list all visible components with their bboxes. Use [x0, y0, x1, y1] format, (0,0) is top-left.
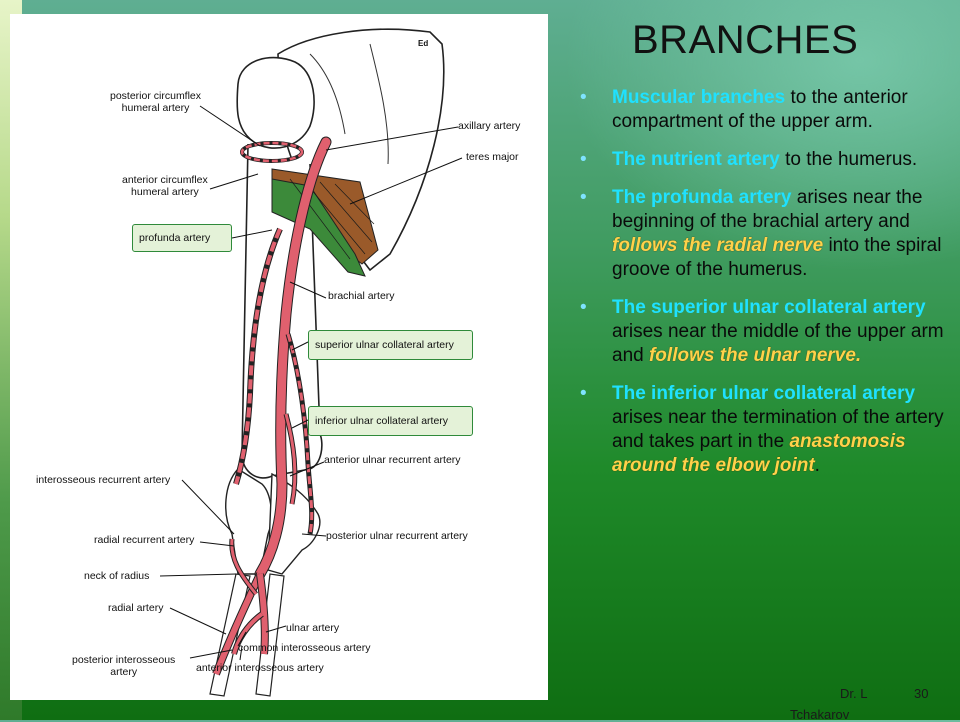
label-posterior-circumflex-text: posterior circumflex humeral artery: [110, 90, 202, 114]
label-interosseous-recurrent: interosseous recurrent artery: [36, 474, 171, 486]
bullet-text-segment: The profunda artery: [612, 187, 792, 208]
bullet-text-segment: arises near the beginning of the brachia…: [612, 187, 923, 232]
bullet-dot-icon: •: [580, 383, 587, 404]
bullet-text-segment: follows the ulnar nerve.: [648, 345, 862, 366]
bullet-item: • The superior ulnar collateral artery ar…: [576, 296, 946, 368]
bullet-dot-icon: •: [580, 149, 587, 170]
elbow-radius: [225, 468, 273, 575]
bullet-text-segment: arises near the middle of the upper arm …: [612, 321, 944, 366]
label-teres-major: teres major: [466, 151, 519, 163]
label-anterior-interosseous: anterior interosseous artery: [196, 662, 324, 674]
radial-artery-vessel: [213, 572, 263, 676]
label-ulnar-artery: ulnar artery: [286, 622, 340, 634]
bullet-list: • Muscular branches to the anterior compa…: [576, 86, 946, 492]
bullet-text-segment: to the humerus.: [779, 149, 918, 170]
bullet-text-segment: arises near the termination of the arter…: [612, 407, 944, 452]
label-common-interosseous: common interosseous artery: [238, 642, 371, 654]
bullet-text-segment: The nutrient artery: [612, 149, 780, 170]
arm-artery-illustration: [159, 28, 463, 697]
bullet-dot-icon: •: [580, 187, 587, 208]
label-posterior-interosseous-text: posterior interosseous artery: [72, 654, 176, 678]
label-inferior-ulnar-collateral: inferior ulnar collateral artery: [308, 406, 473, 436]
bullet-text-segment: Muscular branches: [612, 87, 786, 108]
slide-title: BRANCHES: [632, 18, 859, 62]
label-anterior-ulnar-recurrent: anterior ulnar recurrent artery: [324, 454, 461, 466]
bullet-text-segment: The inferior ulnar collateral artery: [612, 383, 916, 404]
label-posterior-ulnar-recurrent: posterior ulnar recurrent artery: [326, 530, 468, 542]
bullet-text-segment: anastomosis around the elbow joint: [612, 431, 906, 476]
footer-page-number: 30: [914, 686, 929, 701]
label-superior-ulnar-collateral: superior ulnar collateral artery: [308, 330, 473, 360]
bullet-dot-icon: •: [580, 87, 587, 108]
label-posterior-interosseous: posterior interosseous artery: [72, 654, 175, 678]
humeral-head: [236, 56, 315, 149]
label-profunda-artery: profunda artery: [132, 224, 232, 252]
anatomy-figure: posterior circumflex humeral artery axil…: [10, 14, 548, 700]
bullet-item: • The nutrient artery to the humerus.: [576, 148, 946, 172]
footer-author-line1: Dr. L: [840, 686, 868, 701]
footer-author-line2: Tchakarov: [790, 707, 850, 722]
bullet-item: • The profunda artery arises near the beg…: [576, 186, 946, 282]
bullet-dot-icon: •: [580, 297, 587, 318]
bullet-text-segment: to the anterior compartment of the upper…: [612, 87, 908, 132]
profunda-vessel: [234, 228, 282, 485]
label-brachial-artery: brachial artery: [328, 290, 395, 302]
bullet-text-segment: The superior ulnar collateral artery: [612, 297, 926, 318]
label-radial-artery: radial artery: [108, 602, 164, 614]
label-anterior-circumflex: anterior circumflex humeral artery: [122, 174, 208, 198]
label-neck-of-radius: neck of radius: [84, 570, 150, 582]
bullet-item: • Muscular branches to the anterior compa…: [576, 86, 946, 134]
label-axillary-artery: axillary artery: [458, 120, 521, 132]
bullet-item: • The inferior ulnar collateral artery ar…: [576, 382, 946, 478]
label-radial-recurrent: radial recurrent artery: [94, 534, 195, 546]
circumflex-ring: [240, 141, 304, 163]
figure-corner-mark: Ed: [418, 39, 429, 48]
brachial-artery-vessel: [255, 137, 331, 579]
bullet-text-segment: follows the radial nerve: [612, 235, 824, 256]
label-anterior-circumflex-text: anterior circumflex humeral artery: [122, 174, 208, 198]
bullet-text-segment: .: [814, 455, 820, 476]
ulnar-artery-vessel: [257, 573, 268, 655]
label-posterior-circumflex: posterior circumflex humeral artery: [110, 90, 201, 114]
bullet-text-segment: into the spiral groove of the humerus.: [612, 235, 942, 280]
